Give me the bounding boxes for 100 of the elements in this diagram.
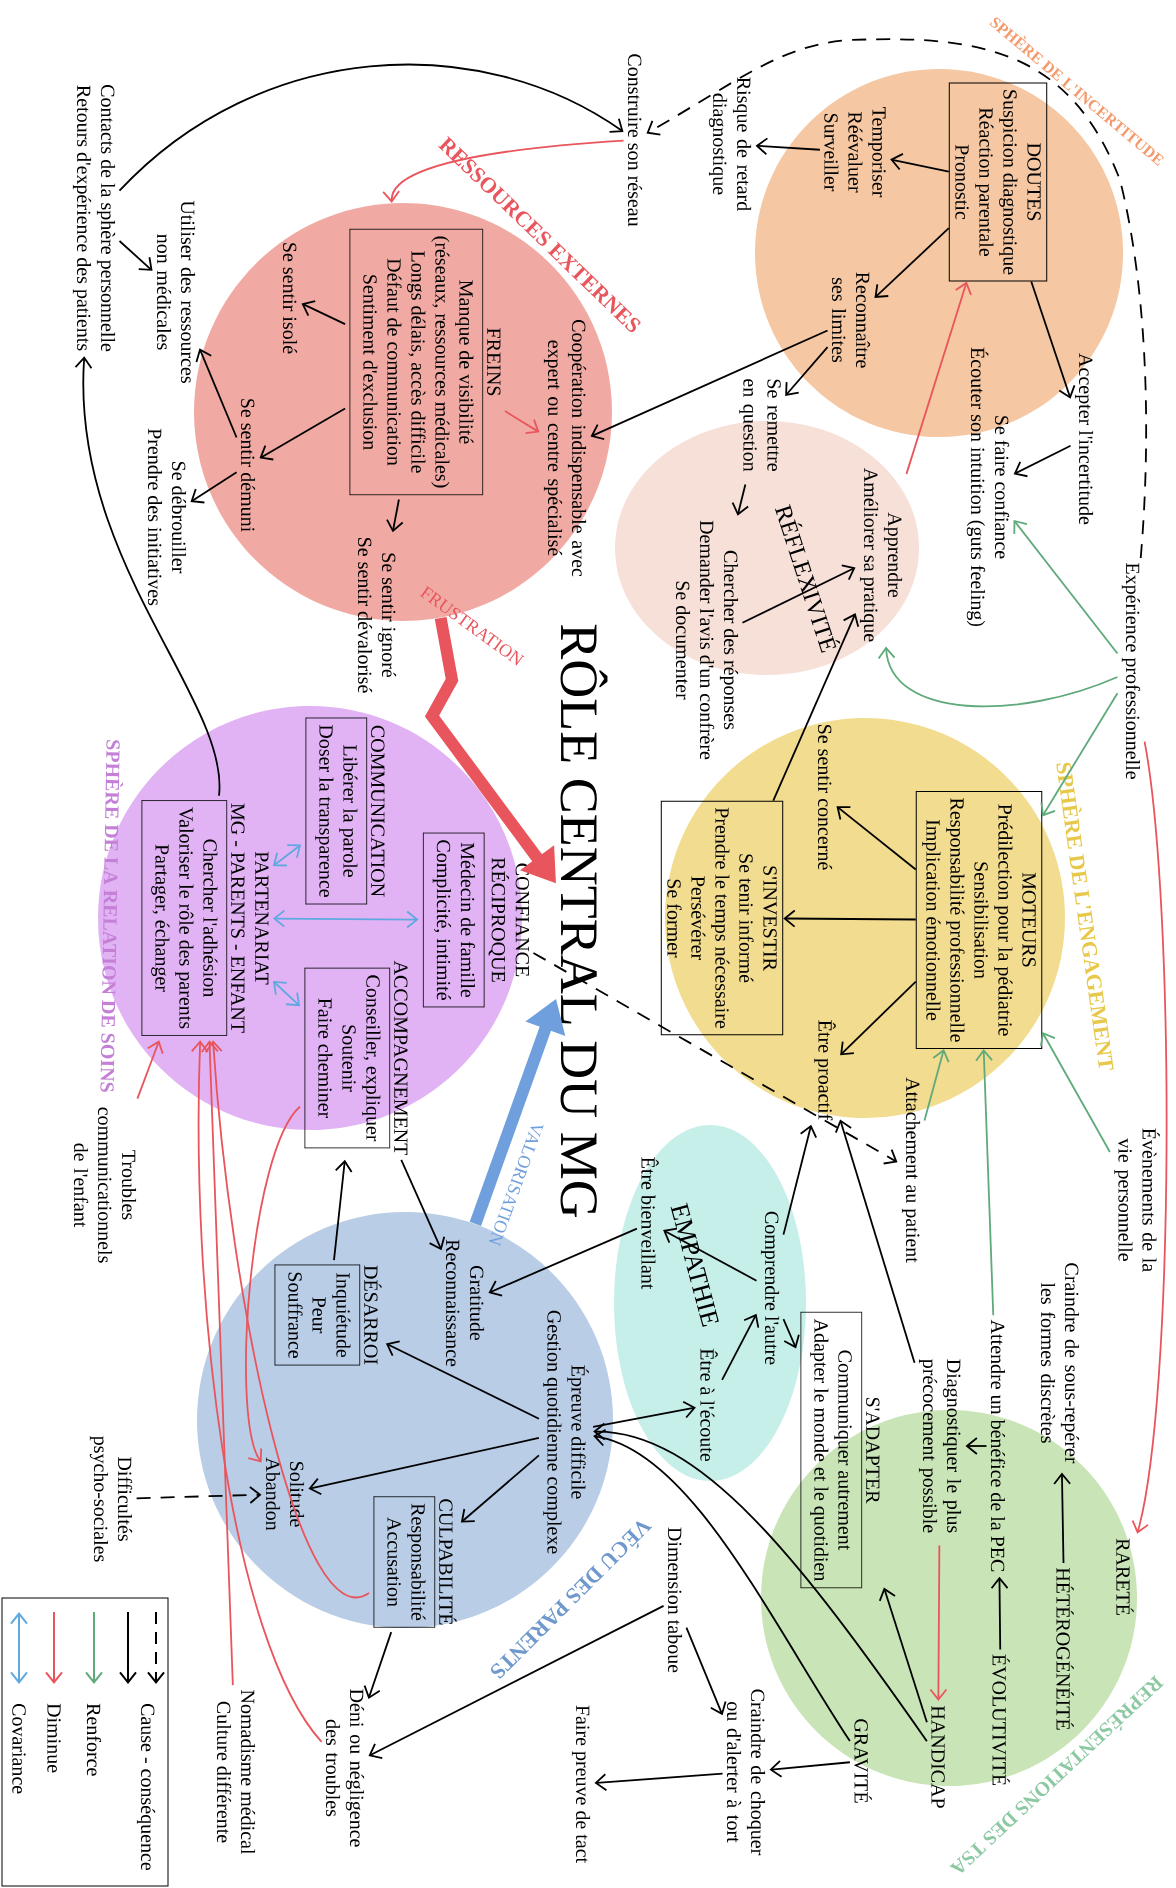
node-text: Comprendre l'autre (760, 1211, 780, 1365)
arrow (532, 952, 898, 1165)
arrow (1040, 1032, 1111, 1153)
arrow (1131, 740, 1168, 1534)
node-text: Diagnostiquer le plus précocement possible (918, 1359, 962, 1533)
node-text: Craindre de choquer ou d'alerter à tort (726, 1689, 766, 1856)
arrow (74, 356, 220, 797)
node-text: Apprendre Améliorer sa pratique (859, 468, 903, 642)
arrow (382, 139, 625, 203)
framed-box: DOUTES Suspicion diagnostique Réaction parentale Pronostic (948, 82, 1048, 282)
arrow (272, 909, 419, 929)
arrow (663, 1227, 758, 1282)
framed-box: ACCOMPAGNEMENT Conseiller, expliquer Soutenir Faire cheminer (304, 960, 408, 1156)
arrow (272, 844, 302, 867)
arrow (1013, 444, 1072, 478)
arrow (592, 1400, 696, 1428)
arrow (593, 1422, 928, 1743)
node-text: Dimension taboue (667, 1527, 683, 1673)
arrow (965, 1437, 988, 1455)
arrow (136, 1040, 164, 1100)
arrow (646, 38, 1148, 559)
arrow (400, 1158, 446, 1251)
arrow (190, 1040, 323, 1743)
arrow (190, 471, 238, 504)
legend-label: Covariance (12, 1703, 26, 1794)
node-text: Se sentir isolé (282, 243, 298, 354)
zone-title: SPHÈRE DE LA RELATION DE SOINS (100, 740, 123, 1092)
arrow (721, 1313, 760, 1381)
node-text: Être proactif (814, 1020, 836, 1121)
arrow (1030, 280, 1076, 399)
node-text: GRAVITÉ (854, 1719, 872, 1803)
node-text: Expérience professionnelle (1121, 563, 1141, 779)
node-text: Faire preuve de tact (571, 1705, 591, 1864)
legend-label: Cause - conséquence (136, 1703, 156, 1871)
arrow (1040, 692, 1119, 817)
arrow (772, 613, 860, 802)
arrow (204, 1040, 370, 1598)
node-text: Contacts de la sphère personnelle Retours d'expérience des patients (72, 85, 116, 352)
arrow (878, 1587, 928, 1724)
arrow (301, 300, 346, 326)
node-text: Risque de retard diagnostique (708, 77, 752, 211)
main-title: RÔLE CENTRAL DU MG (560, 624, 608, 1218)
node-text: RARETÉ (1116, 1538, 1134, 1615)
framed-box: S'INVESTIR Se tenir informé Prendre le temps nécessaire Persévérer Se former (660, 800, 784, 1036)
node-text: Difficultés psycho-sociales (89, 1436, 133, 1562)
arrow (504, 410, 540, 435)
node-text: Attendre un bénéfice de la PEC (990, 1319, 1006, 1572)
node-text: Reconnaître ses limites (831, 272, 871, 368)
framed-box: S'ADAPTER Communiquer autrement Adapter le monde et le quotidien (800, 1311, 880, 1589)
node-text: Se faire confiance Écouter son intuition (guts feeling) (966, 347, 1010, 627)
arrow (782, 1124, 818, 1236)
framed-box: CONFIANCE RÉCIPROQUE Médecin de famille Complicité, intimité (422, 832, 530, 1008)
arrow (195, 348, 238, 439)
node-text: Évènements de la vie personnelle (1114, 1128, 1160, 1272)
arrow (836, 806, 917, 871)
legend-label: Diminue (47, 1703, 61, 1773)
arrow (1013, 519, 1119, 655)
node-text: Chercher des réponses Demander l'avis d'un confrère Se documenter (675, 520, 739, 760)
arrow (363, 1631, 393, 1699)
arrow (905, 281, 972, 475)
node-text: ÉVOLUTIVITÉ (992, 1654, 1010, 1786)
node-text: Déni ou négligence des troubles (325, 1689, 365, 1847)
arrow (1053, 1472, 1071, 1564)
arrow (929, 1544, 948, 1701)
framed-box: CULPABILITÉ Responsabilité Accusation (373, 1495, 457, 1629)
arrow (769, 1759, 851, 1778)
node-text: Accepter l'incertitude (1074, 353, 1094, 525)
arrow (386, 498, 404, 533)
arrow (594, 1772, 724, 1792)
framed-box: DÉSARROI Inquiétude Peur Souffrance (274, 1264, 382, 1366)
node-text: Se remettre en question (739, 379, 781, 472)
node-text: Se débrouiller Prendre des initiatives (147, 428, 187, 606)
arrow (590, 329, 829, 441)
framed-box: COMMUNICATION Libérer la parole Doser la transparence (305, 717, 385, 905)
arrow (245, 1105, 301, 1463)
arrow (783, 909, 917, 928)
node-text: Se sentir démuni (240, 399, 256, 532)
arrow (877, 646, 1119, 708)
framed-box: PARTENARIAT MG - PARENTS - ENFANT Chercher l'adhésion Valoriser le rôle des parents Partager, échanger (141, 799, 269, 1037)
arrow (785, 346, 829, 396)
node-text: Être bienveillant (641, 1157, 659, 1290)
node-text: Utiliser des ressources non médicales (156, 200, 196, 383)
arrow (308, 1437, 540, 1496)
node-text: Solitude Abandon (265, 1457, 305, 1531)
arrow (782, 1318, 800, 1349)
arrow (834, 1119, 916, 1364)
arrow (118, 240, 153, 271)
arrow (840, 980, 917, 1056)
node-text: HANDICAP (931, 1705, 945, 1808)
framed-box: MOTEURS Prédilection pour la pédiatrie Sensibilisation Responsabilité professionnelle Implication émotionnelle (915, 791, 1043, 1049)
node-text: Se sentir ignoré Se sentir dévalorisé (357, 538, 397, 693)
arrow (135, 1486, 262, 1504)
node-text: Attachement au patient (901, 1077, 921, 1263)
arrow (488, 1227, 638, 1297)
arrow (460, 1454, 540, 1523)
arrow (731, 483, 750, 516)
arrow (272, 980, 301, 1007)
arrow (368, 1604, 665, 1759)
arrow (890, 153, 950, 173)
node-text: Être à l'écoute (700, 1348, 718, 1462)
